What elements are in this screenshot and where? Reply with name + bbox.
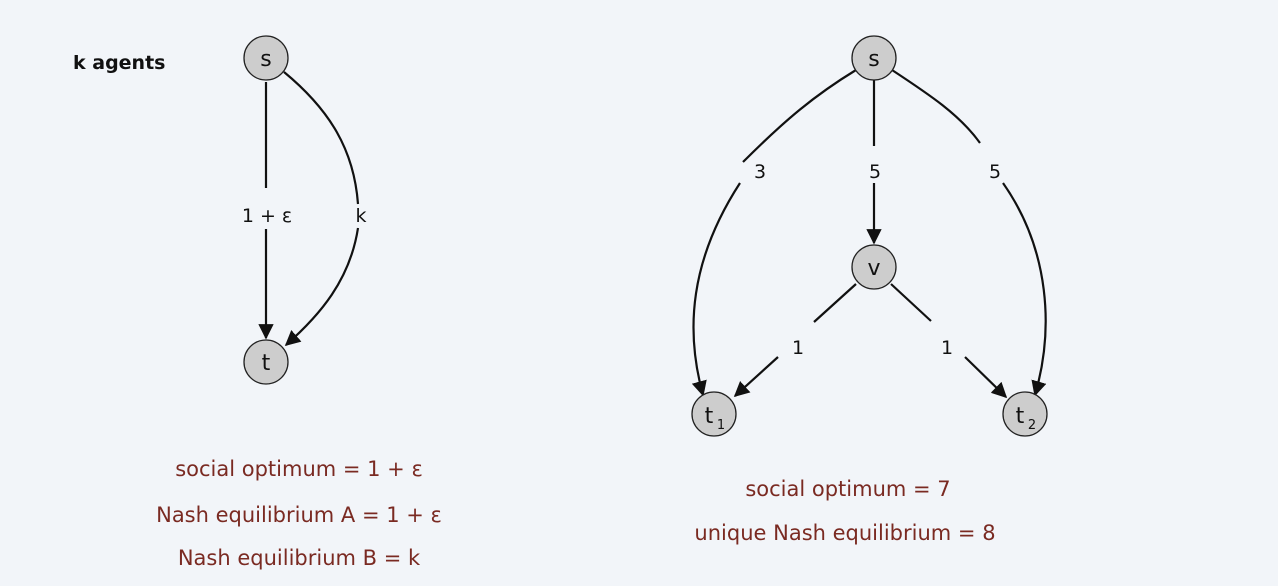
right-node-t1: t 1 — [691, 391, 737, 437]
left-node-t-label: t — [262, 351, 271, 376]
right-node-t1-label: t — [705, 404, 714, 429]
right-edge-label-s-t2: 5 — [989, 161, 1001, 183]
right-caption-social-optimum: social optimum = 7 — [745, 477, 951, 501]
right-node-v: v — [851, 244, 897, 290]
left-edge-label-one-plus-epsilon: 1 + ε — [242, 205, 292, 227]
left-edge-label-k: k — [355, 205, 366, 227]
right-caption-unique-nash: unique Nash equilibrium = 8 — [694, 521, 996, 545]
left-node-s: s — [243, 35, 289, 81]
right-edge-v-t1 — [733, 283, 857, 398]
right-node-v-label: v — [867, 256, 880, 281]
right-edge-v-t2 — [890, 283, 1008, 399]
right-edge-label-v-t1: 1 — [792, 337, 804, 359]
left-edge-s-t-curve — [283, 71, 360, 347]
right-node-t2-subscript: 2 — [1028, 418, 1036, 433]
right-edge-label-s-t1: 3 — [754, 161, 766, 183]
right-node-t1-subscript: 1 — [717, 418, 725, 433]
right-node-t2: t 2 — [1002, 391, 1048, 437]
right-node-s: s — [851, 35, 897, 81]
left-caption-nash-a: Nash equilibrium A = 1 + ε — [156, 503, 442, 527]
right-node-s-label: s — [868, 47, 879, 72]
right-edge-s-t1 — [691, 69, 857, 397]
left-caption-social-optimum: social optimum = 1 + ε — [175, 457, 423, 481]
right-node-t2-label: t — [1016, 404, 1025, 429]
right-edge-label-s-v: 5 — [869, 161, 881, 183]
left-node-s-label: s — [260, 47, 271, 72]
left-caption-nash-b: Nash equilibrium B = k — [177, 546, 421, 570]
right-edge-label-v-t2: 1 — [941, 337, 953, 359]
k-agents-label: k agents — [73, 52, 166, 74]
right-edge-s-t2 — [891, 69, 1047, 397]
left-node-t: t — [243, 339, 289, 385]
